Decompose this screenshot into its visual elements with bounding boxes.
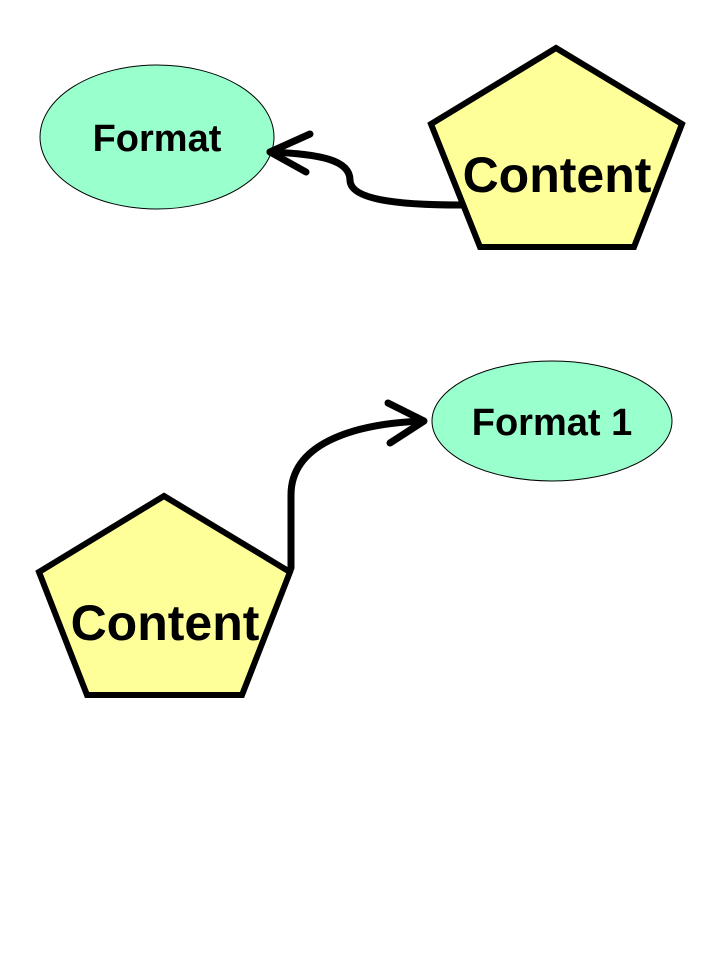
content-label-top: Content — [463, 147, 652, 203]
arrowhead-top — [266, 130, 314, 176]
format-label-top: Format — [93, 118, 222, 160]
arrowhead-bottom — [384, 399, 428, 447]
format-label-bottom: Format 1 — [472, 402, 632, 444]
top-diagram: Format Content — [39, 44, 686, 250]
format-ellipse-bottom — [431, 360, 673, 482]
connector-arrow-bottom — [287, 417, 426, 572]
format-ellipse-top — [39, 64, 275, 210]
content-pentagon-top — [427, 44, 686, 250]
bottom-diagram: Format 1 Content — [35, 360, 673, 698]
content-label-bottom: Content — [71, 595, 260, 651]
content-pentagon-bottom — [35, 492, 294, 698]
connector-arrow-top — [266, 148, 465, 209]
